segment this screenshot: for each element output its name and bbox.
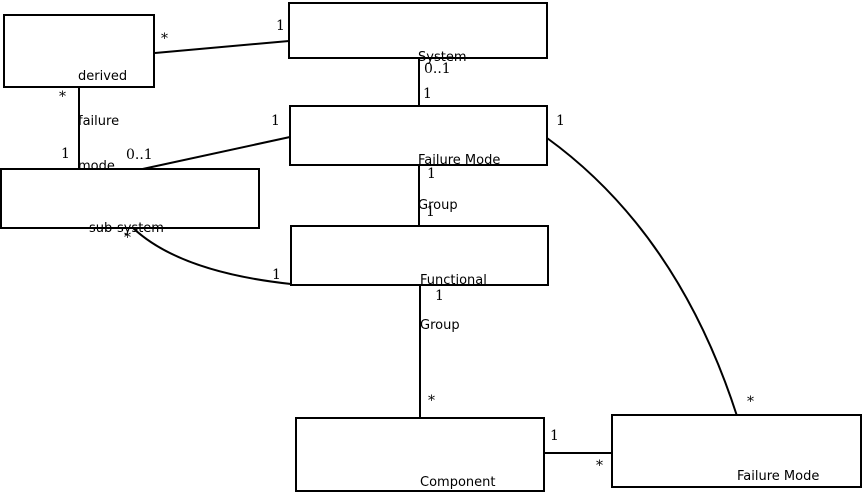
class-label-failure-mode-group: Failure Mode Group	[418, 153, 501, 213]
class-box-component[interactable]	[295, 417, 545, 492]
class-label-functional-group: Functional Group	[420, 273, 487, 333]
connector-failure-mode-group-failure-mode	[546, 137, 738, 417]
multiplicity-label-failure-mode-group-end: 1	[423, 86, 432, 102]
multiplicity-label-functional-group-end: 1	[435, 288, 444, 304]
connector-sub-system-functional-group	[132, 227, 292, 285]
multiplicity-label-component-end: *	[428, 393, 435, 409]
multiplicity-label-failure-mode-group-end: 1	[427, 166, 436, 182]
multiplicity-label-functional-group-end: 1	[426, 204, 435, 220]
class-label-derived-failure-mode: derived failure mode	[78, 69, 128, 174]
multiplicity-label-sub-system-end: 0..1	[126, 147, 153, 163]
multiplicity-label-system-end: 0..1	[424, 61, 451, 77]
class-label-system: System	[418, 50, 467, 65]
multiplicity-label-failure-mode-group-end: 1	[556, 113, 565, 129]
multiplicity-label-sub-system-end: *	[124, 230, 131, 246]
multiplicity-label-functional-group-end: 1	[272, 267, 281, 283]
class-box-failure-mode[interactable]	[611, 414, 862, 488]
multiplicity-label-failure-mode-end: *	[747, 394, 754, 410]
multiplicity-label-system-end: 1	[276, 18, 285, 34]
class-box-sub-system[interactable]	[0, 168, 260, 229]
class-box-derived-failure-mode[interactable]	[3, 14, 155, 88]
class-label-failure-mode: Failure Mode	[737, 469, 820, 484]
class-box-failure-mode-group[interactable]	[289, 105, 548, 166]
class-label-sub-system: sub-system	[89, 221, 164, 236]
multiplicity-label-derived-failure-mode-end: *	[59, 89, 66, 105]
class-box-system[interactable]	[288, 2, 548, 59]
connector-derived-failure-mode-system	[154, 40, 290, 54]
class-box-functional-group[interactable]	[290, 225, 549, 286]
multiplicity-label-derived-failure-mode-end: *	[161, 31, 168, 47]
multiplicity-label-sub-system-end: 1	[61, 146, 70, 162]
multiplicity-label-failure-mode-end: *	[596, 458, 603, 474]
class-label-component: Component	[420, 475, 496, 490]
connector-sub-system-failure-mode-group	[137, 136, 291, 171]
multiplicity-label-failure-mode-group-end: 1	[271, 113, 280, 129]
multiplicity-label-component-end: 1	[550, 428, 559, 444]
